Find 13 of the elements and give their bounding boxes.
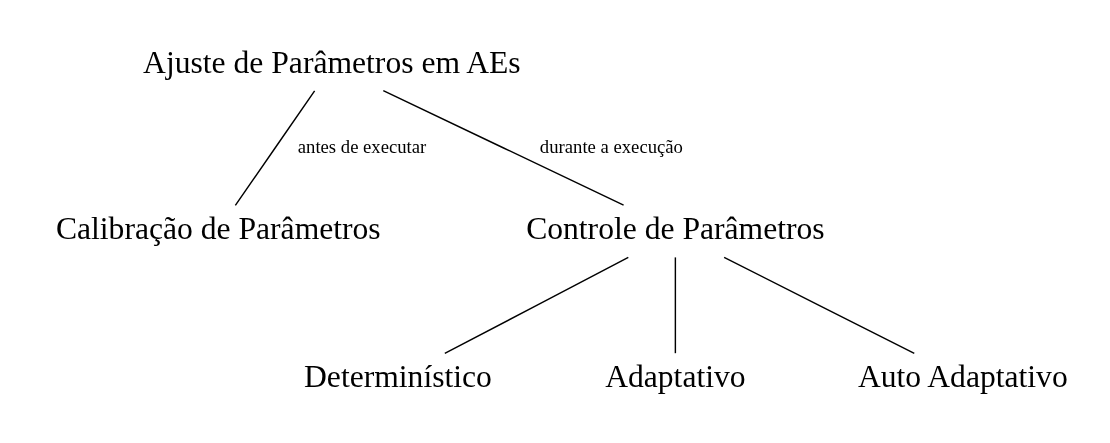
connector xyxy=(234,89,316,206)
node-text: Adaptativo xyxy=(605,358,746,394)
connector xyxy=(444,256,630,354)
node-text: Determinístico xyxy=(304,358,492,394)
node-text: Controle de Parâmetros xyxy=(526,210,825,246)
edge-label: antes de executar xyxy=(297,135,427,157)
edge-label: durante a execução xyxy=(539,135,683,157)
node-text: Calibração de Parâmetros xyxy=(55,210,381,246)
connector xyxy=(723,256,915,354)
node-text: Ajuste de Parâmetros em AEs xyxy=(143,44,521,80)
connector xyxy=(382,89,625,206)
connector xyxy=(674,256,677,354)
node-text: Auto Adaptativo xyxy=(857,358,1068,394)
